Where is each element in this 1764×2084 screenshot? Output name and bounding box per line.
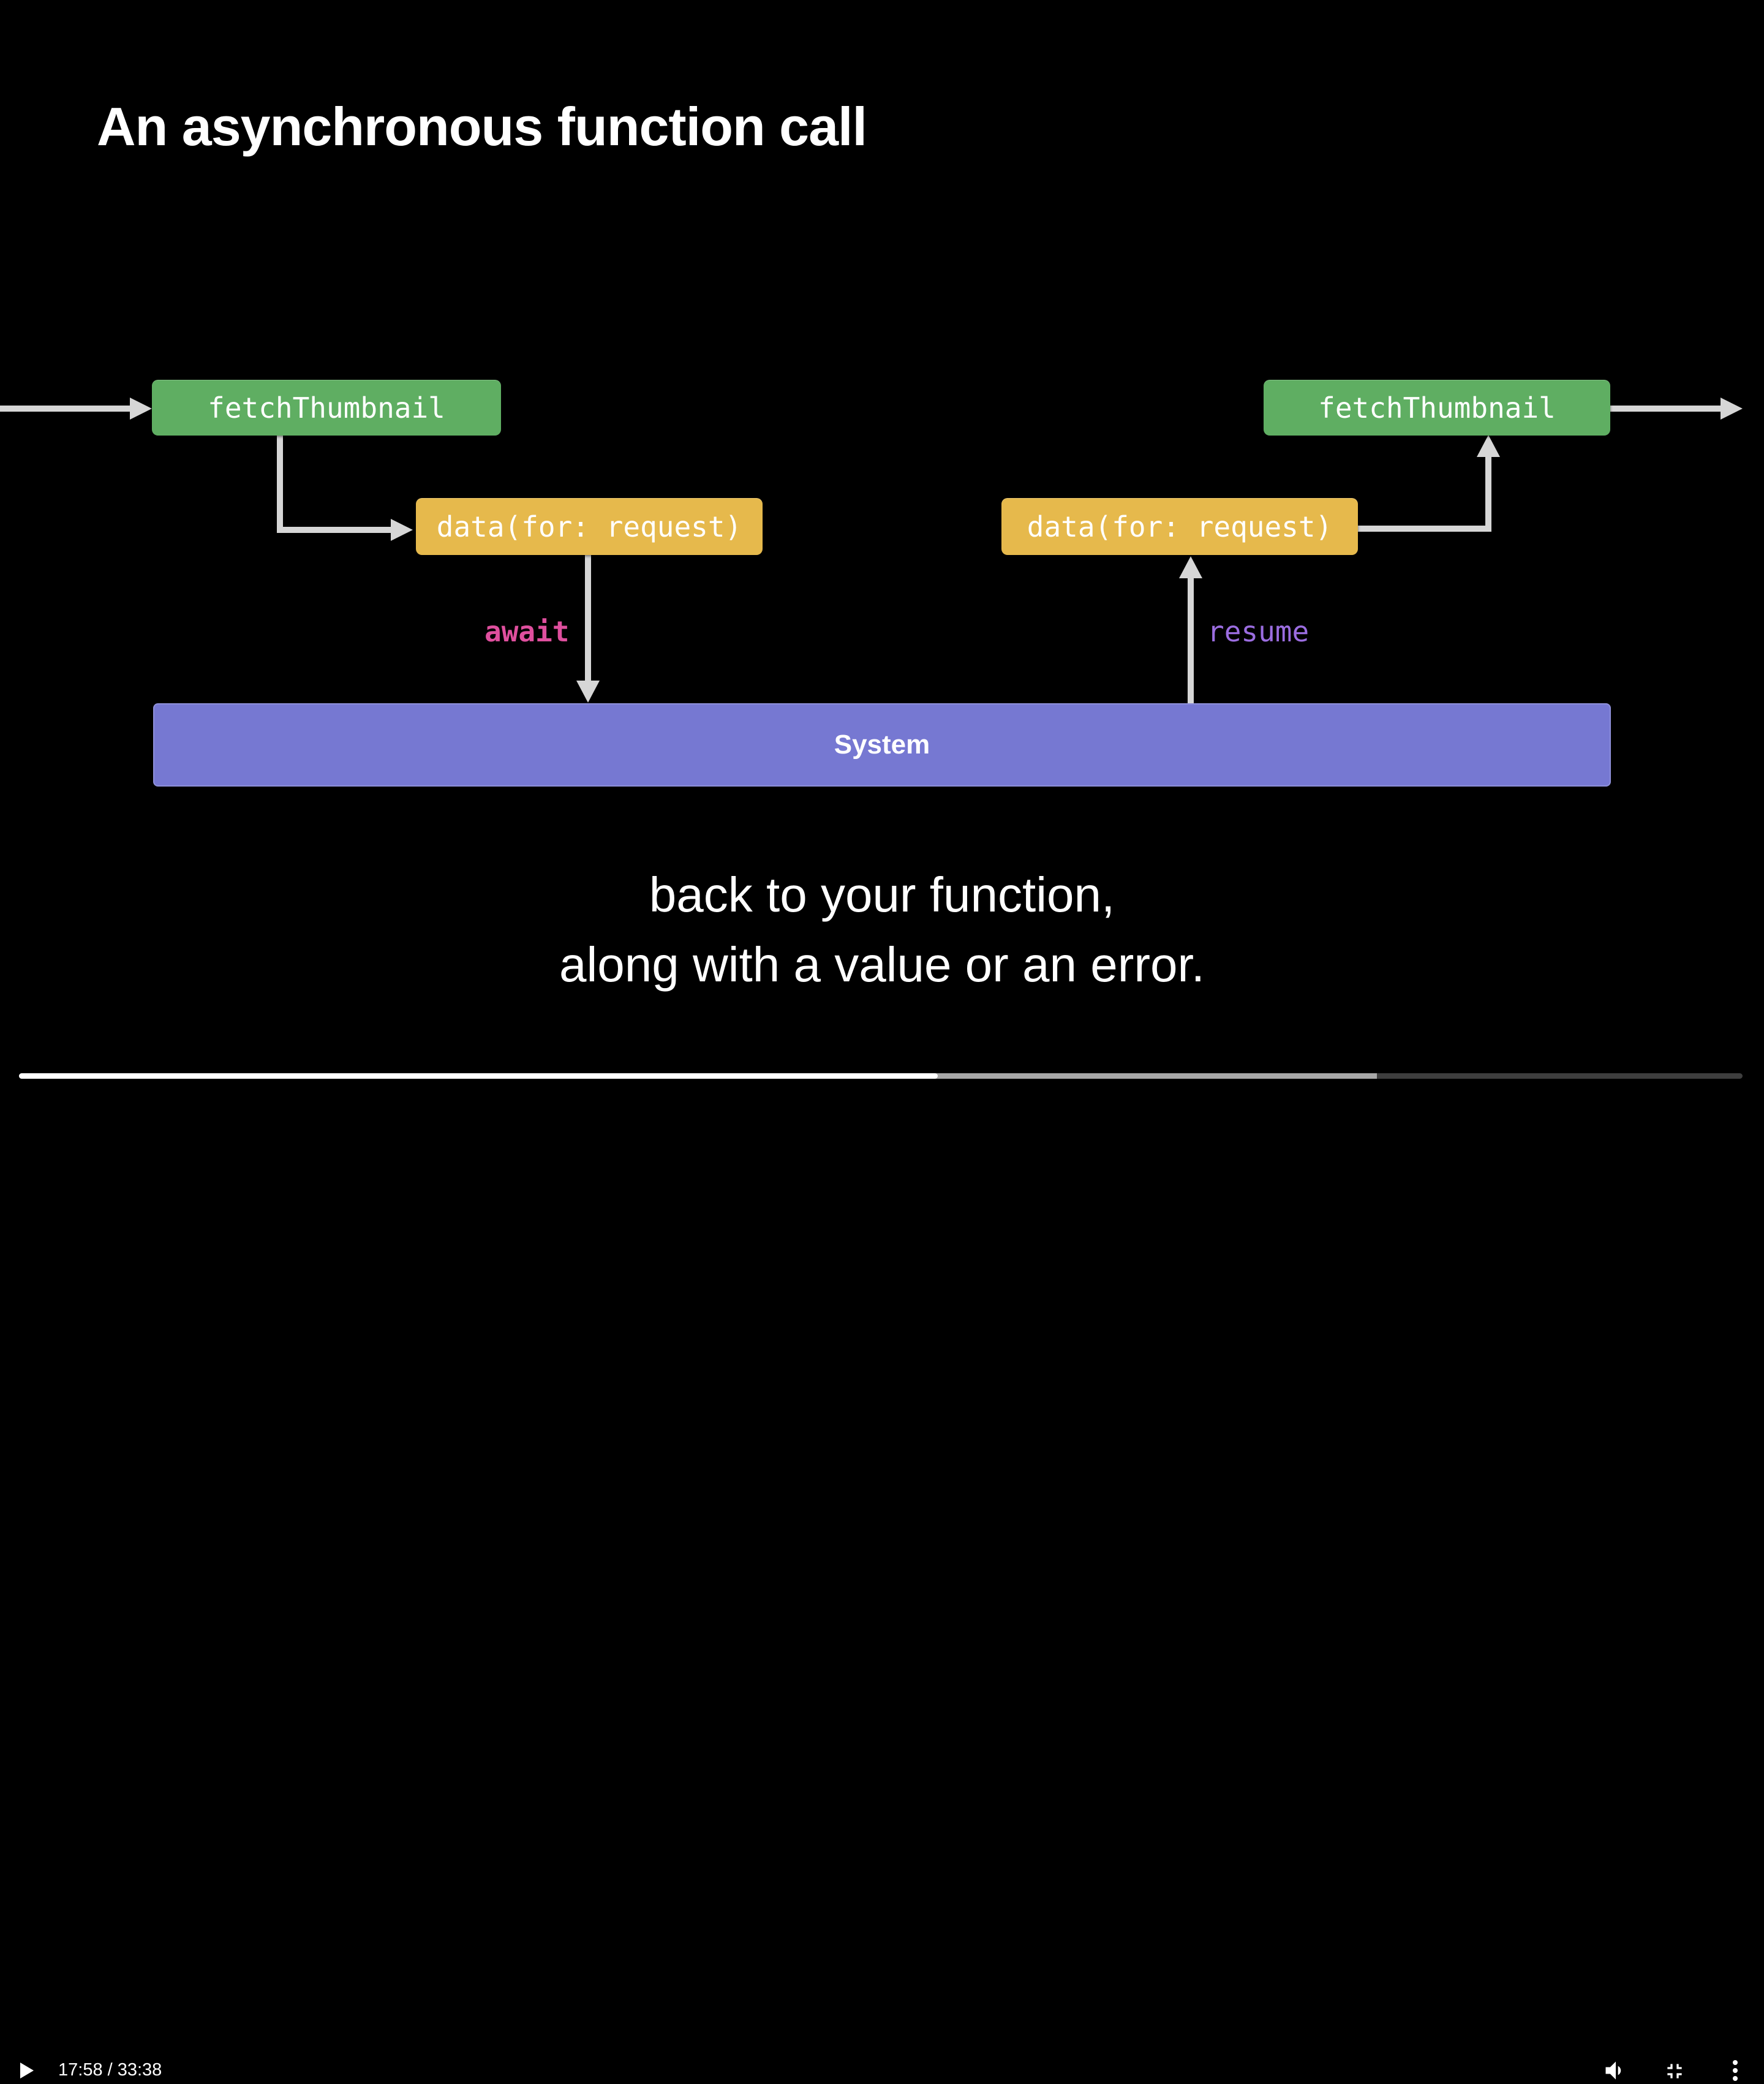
system-bar: System [153, 703, 1611, 787]
player-controls: 17:58 / 33:38 [0, 1027, 1764, 2081]
resume-keyword-label: resume [1207, 615, 1310, 648]
elbow-right-horizontal [1358, 526, 1491, 532]
video-frame: An asynchronous function call fetchThumb… [0, 96, 1764, 2081]
play-icon[interactable] [20, 2063, 34, 2078]
await-arrow-head [576, 681, 600, 703]
elbow-right-head [1477, 435, 1500, 457]
arrow-out-right-shaft [1610, 406, 1721, 412]
caption-line-1: back to your function, [649, 867, 1115, 922]
resume-arrow-head [1179, 556, 1202, 578]
arrow-in-left-shaft [0, 406, 130, 412]
fetch-thumbnail-box-right: fetchThumbnail [1264, 380, 1610, 436]
arrow-in-left-head [130, 398, 152, 420]
fullscreen-exit-icon[interactable] [1662, 2059, 1687, 2083]
progress-bar[interactable] [19, 1073, 1743, 1079]
data-request-box-left: data(for: request) [416, 498, 763, 555]
caption: back to your function, along with a valu… [0, 860, 1764, 1000]
await-arrow-shaft [585, 554, 591, 681]
elbow-right-vertical [1485, 457, 1491, 532]
overflow-menu-icon[interactable] [1733, 2060, 1738, 2084]
data-request-box-right: data(for: request) [1001, 498, 1358, 555]
resume-arrow-shaft [1188, 578, 1194, 703]
time-display: 17:58 / 33:38 [58, 2060, 162, 2080]
elbow-left-horizontal [277, 527, 391, 533]
elbow-left-vertical [277, 435, 283, 533]
caption-line-2: along with a value or an error. [559, 937, 1205, 992]
arrow-out-right-head [1721, 398, 1743, 420]
progress-played [19, 1073, 938, 1079]
elbow-left-head [391, 519, 413, 541]
slide-title: An asynchronous function call [97, 96, 867, 157]
await-keyword-label: await [484, 615, 570, 648]
volume-icon[interactable] [1602, 2057, 1629, 2084]
fetch-thumbnail-box-left: fetchThumbnail [152, 380, 501, 436]
